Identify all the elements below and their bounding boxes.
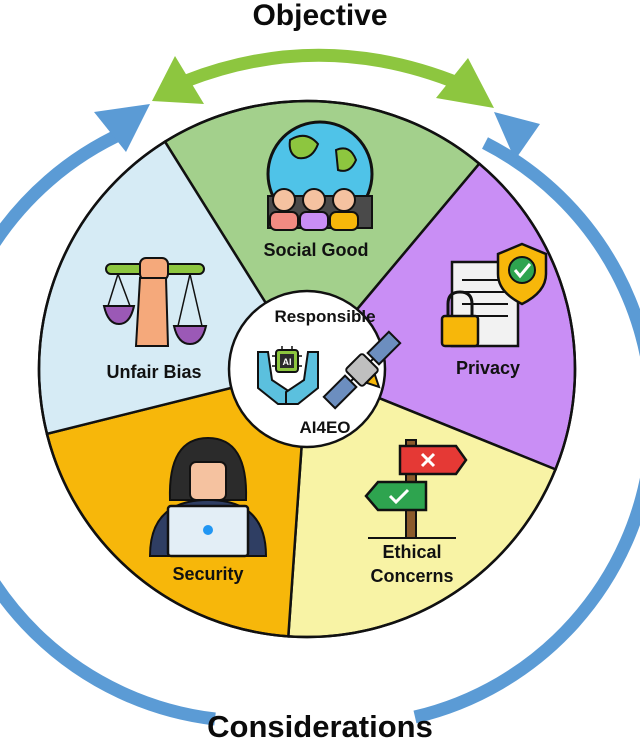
objective-arrowhead-left (152, 56, 204, 104)
considerations-arc-right (413, 137, 640, 724)
label-concerns: Concerns (370, 566, 453, 586)
signpost-icon (364, 439, 468, 539)
considerations-title: Considerations (207, 709, 433, 744)
satellite-icon (322, 330, 402, 410)
objective-arrow (152, 48, 494, 108)
objective-title: Objective (252, 0, 388, 32)
label-unfair-bias: Unfair Bias (106, 362, 201, 382)
ai-chip-text: AI (283, 357, 292, 367)
label-privacy: Privacy (456, 358, 520, 378)
globe-people-icon (266, 120, 374, 231)
wheel-outline (37, 99, 577, 639)
hacker-laptop-icon (148, 436, 268, 558)
objective-arrowhead-right (436, 58, 494, 108)
center-label-responsible: Responsible (274, 307, 375, 326)
considerations-arrowhead-left (94, 104, 150, 152)
considerations-arc-left (0, 123, 216, 726)
considerations-arrowhead-right (494, 112, 540, 160)
label-social-good: Social Good (263, 240, 368, 260)
label-ethical: Ethical (382, 542, 441, 562)
label-security: Security (172, 564, 243, 584)
scale-of-justice-icon (102, 257, 208, 347)
privacy-shield-lock-icon (440, 242, 548, 348)
ai-hands-icon: AI (257, 346, 319, 405)
objective-arc (183, 48, 463, 91)
center-hub: Responsible AI4EO AI (227, 289, 402, 449)
considerations-arrows (0, 104, 640, 726)
segment-labels: Social Good Privacy Ethical Concerns Sec… (106, 240, 520, 586)
center-label-ai4eo: AI4EO (299, 418, 350, 437)
